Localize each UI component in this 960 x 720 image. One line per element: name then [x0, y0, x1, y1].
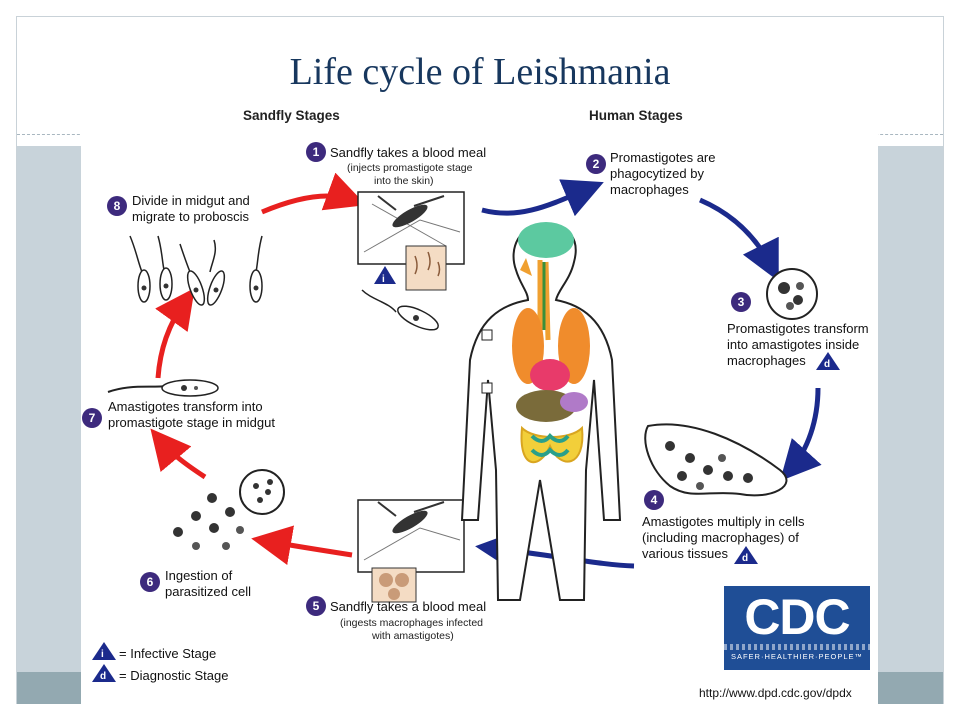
macrophage-illustration	[766, 268, 818, 320]
svg-text:i: i	[382, 274, 385, 285]
human-stages-header: Human Stages	[589, 108, 683, 123]
stage-6-number: 6	[147, 575, 154, 589]
stage-5-badge	[306, 596, 326, 616]
diagnostic-stage-legend-icon	[92, 664, 116, 682]
stage-2-number: 2	[593, 157, 600, 171]
legend-symbol-i: i	[101, 649, 104, 660]
stage-3: 3 Promastigotes transform into amastigot…	[727, 292, 869, 370]
dividing-promastigotes-illustration	[129, 235, 263, 306]
stage-1-sub-line-1: (injects promastigote stage	[347, 162, 473, 174]
stage-8-label-line-2: migrate to proboscis	[132, 209, 250, 224]
stage-5-label: Sandfly takes a blood meal	[330, 599, 486, 614]
legend-diagnostic-label: = Diagnostic Stage	[119, 668, 228, 683]
human-body-illustration	[460, 222, 622, 601]
infective-stage-legend-icon	[92, 642, 116, 660]
stage-4-number: 4	[651, 493, 658, 507]
sandfly-stages-header: Sandfly Stages	[243, 108, 340, 123]
arrow-3-to-4	[779, 387, 822, 482]
cdc-logo-text: CDC	[744, 589, 850, 645]
stage-1-number: 1	[313, 145, 320, 159]
stage-8-label-line-1: Divide in midgut and	[132, 193, 250, 208]
stage-6: 6 Ingestion of parasitized cell	[140, 568, 251, 599]
arrow-5-to-6	[251, 525, 353, 565]
midgut-promastigote-illustration	[107, 379, 219, 397]
stage-7-number: 7	[89, 411, 96, 425]
stage-3-label-line-2: into amastigotes inside	[727, 337, 859, 352]
stage-1: 1 Sandfly takes a blood meal (injects pr…	[306, 142, 486, 187]
legend-infective-label: = Infective Stage	[119, 646, 216, 661]
infected-tissue-cell-illustration	[644, 423, 788, 497]
stage-2-badge	[586, 154, 606, 174]
stage-7-label-line-1: Amastigotes transform into	[108, 399, 263, 414]
arrow-8-to-1	[261, 172, 367, 215]
stage-5-number: 5	[313, 599, 320, 613]
stage-5-sub-line-1: (ingests macrophages infected	[340, 617, 483, 629]
stage-2-label-line-1: Promastigotes are	[610, 150, 716, 165]
legend: i = Infective Stage d = Diagnostic Stage	[92, 642, 228, 683]
stage-1-badge	[306, 142, 326, 162]
stage-2-label-line-2: phagocytized by	[610, 166, 704, 181]
stage-3-badge	[731, 292, 751, 312]
arrow-1-to-2	[481, 179, 604, 217]
stage-3-label-line-1: Promastigotes transform	[727, 321, 869, 336]
stage-3-label-line-3: macrophages	[727, 353, 806, 368]
stage-4-badge	[644, 490, 664, 510]
cdc-logo-stripes	[724, 644, 870, 650]
stage-6-badge	[140, 572, 160, 592]
stage-7: 7 Amastigotes transform into promastigot…	[82, 399, 275, 430]
stage-6-label-line-1: Ingestion of	[165, 568, 233, 583]
promastigote-illustration-1	[361, 289, 439, 331]
source-url: http://www.dpd.cdc.gov/dpdx	[699, 686, 852, 700]
stage-5-sub-line-2: with amastigotes)	[371, 630, 454, 642]
diagnostic-stage-marker-4	[734, 546, 758, 564]
arrow-6-to-7	[150, 428, 207, 480]
stage-8-badge	[107, 196, 127, 216]
svg-text:d: d	[824, 359, 830, 370]
stage-1-sub-line-2: into the skin)	[374, 175, 434, 187]
legend-symbol-d: d	[100, 671, 106, 682]
stage-6-label-line-2: parasitized cell	[165, 584, 251, 599]
stage-5: 5 Sandfly takes a blood meal (ingests ma…	[306, 596, 486, 642]
stage-4-label-line-1: Amastigotes multiply in cells	[642, 514, 805, 529]
stage-2: 2 Promastigotes are phagocytized by macr…	[586, 150, 716, 197]
stage-7-badge	[82, 408, 102, 428]
left-accent-band	[17, 146, 81, 672]
infective-stage-marker-1: i	[374, 266, 396, 285]
sandfly-bite-illustration-top	[357, 191, 465, 291]
stage-3-number: 3	[738, 295, 745, 309]
parasitized-cell-ingestion-illustration	[173, 469, 285, 550]
diagnostic-stage-marker-3	[816, 352, 840, 370]
arrow-7-to-8	[155, 287, 195, 379]
stage-4-label-line-3: various tissues	[642, 546, 728, 561]
stage-4-label-line-2: (including macrophages) of	[642, 530, 799, 545]
stage-1-label: Sandfly takes a blood meal	[330, 145, 486, 160]
cdc-logo-tagline: SAFER·HEALTHIER·PEOPLE™	[730, 652, 864, 661]
right-accent-band	[878, 146, 943, 672]
stage-8-number: 8	[114, 199, 121, 213]
cdc-logo: CDC SAFER·HEALTHIER·PEOPLE™	[724, 586, 870, 670]
stage-4: 4 Amastigotes multiply in cells (includi…	[642, 490, 805, 564]
arrow-2-to-3	[699, 197, 779, 282]
stage-8: 8 Divide in midgut and migrate to probos…	[107, 193, 250, 224]
stage-2-label-line-3: macrophages	[610, 182, 689, 197]
slide-title: Life cycle of Leishmania	[289, 51, 671, 93]
sandfly-bite-illustration-bottom	[357, 499, 465, 603]
stage-7-label-line-2: promastigote stage in midgut	[108, 415, 275, 430]
svg-text:d: d	[742, 553, 748, 564]
